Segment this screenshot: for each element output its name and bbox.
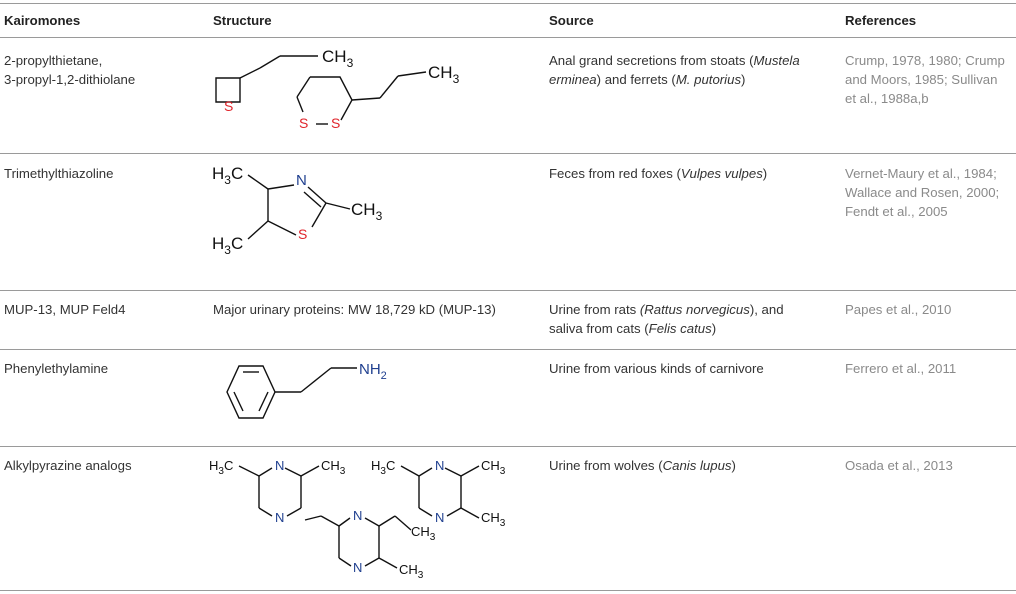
nitrogen-label: N: [435, 510, 444, 525]
kairomone-name: 2-propylthietane, 3-propyl-1,2-dithiolan…: [4, 53, 136, 87]
header-references: References: [845, 13, 917, 28]
methyl-label: H3C: [212, 234, 243, 257]
nitrogen-label: N: [435, 458, 444, 473]
methyl-label: CH3: [351, 200, 383, 223]
header-rule: [0, 37, 1016, 38]
methyl-label: CH3: [321, 458, 346, 477]
kairomone-name: MUP-13, MUP Feld4: [4, 302, 126, 317]
methyl-label: H3C: [371, 458, 395, 477]
bottom-rule: [0, 590, 1016, 591]
trimethylthiazoline-structure: H3C N CH3 S H3C: [212, 164, 383, 257]
source-text: Urine from rats (Rattus norvegicus), and…: [549, 302, 784, 336]
methyl-label: CH3: [481, 458, 506, 477]
kairomone-name: Phenylethylamine: [4, 361, 109, 376]
source-text: Urine from wolves (Canis lupus): [549, 458, 736, 473]
methyl-label: H3C: [212, 164, 243, 187]
top-rule: [0, 3, 1016, 4]
row-rule-3: [0, 349, 1016, 350]
methyl-label: CH3: [481, 510, 506, 529]
sulfur-label: S: [298, 226, 307, 242]
reference-text: Ferrero et al., 2011: [845, 361, 957, 376]
kairomone-name: Trimethylthiazoline: [4, 166, 114, 181]
reference-text: Crump, 1978, 1980; Crump and Moors, 1985…: [845, 53, 1005, 106]
methyl-label: H3C: [209, 458, 233, 477]
methyl-label: CH3: [399, 562, 424, 581]
row-rule-4: [0, 446, 1016, 447]
sulfur-label: S: [224, 98, 233, 114]
header-structure: Structure: [213, 13, 272, 28]
structure-text: Major urinary proteins: MW 18,729 kD (MU…: [213, 302, 496, 317]
propylthietane-dithiolane-structure: S CH3 S S CH3: [215, 47, 460, 131]
header-kairomones: Kairomones: [4, 13, 81, 28]
source-text: Anal grand secretions from stoats (Muste…: [549, 53, 800, 87]
methyl-label: CH3: [322, 47, 354, 70]
nitrogen-label: N: [275, 510, 284, 525]
methyl-label: CH3: [411, 524, 436, 543]
source-text: Feces from red foxes (Vulpes vulpes): [549, 166, 768, 181]
reference-text: Osada et al., 2013: [845, 458, 953, 473]
nitrogen-label: N: [353, 508, 362, 523]
kairomone-name: Alkylpyrazine analogs: [4, 458, 132, 473]
phenylethylamine-structure: NH2: [226, 361, 387, 419]
nitrogen-label: N: [275, 458, 284, 473]
source-text: Urine from various kinds of carnivore: [549, 361, 764, 376]
amine-label: NH2: [359, 361, 387, 382]
sulfur-label: S: [299, 115, 308, 131]
row-rule-2: [0, 290, 1016, 291]
alkylpyrazine-structures: H3C N CH3 N H3C N CH3 N CH3 N CH3 N CH3: [209, 458, 506, 581]
nitrogen-label: N: [296, 172, 307, 189]
header-source: Source: [549, 13, 594, 28]
methyl-label: CH3: [428, 63, 460, 86]
sulfur-label: S: [331, 115, 340, 131]
reference-text: Vernet-Maury et al., 1984; Wallace and R…: [845, 166, 1000, 219]
nitrogen-label: N: [353, 560, 362, 575]
reference-text: Papes et al., 2010: [845, 302, 952, 317]
row-rule-1: [0, 153, 1016, 154]
